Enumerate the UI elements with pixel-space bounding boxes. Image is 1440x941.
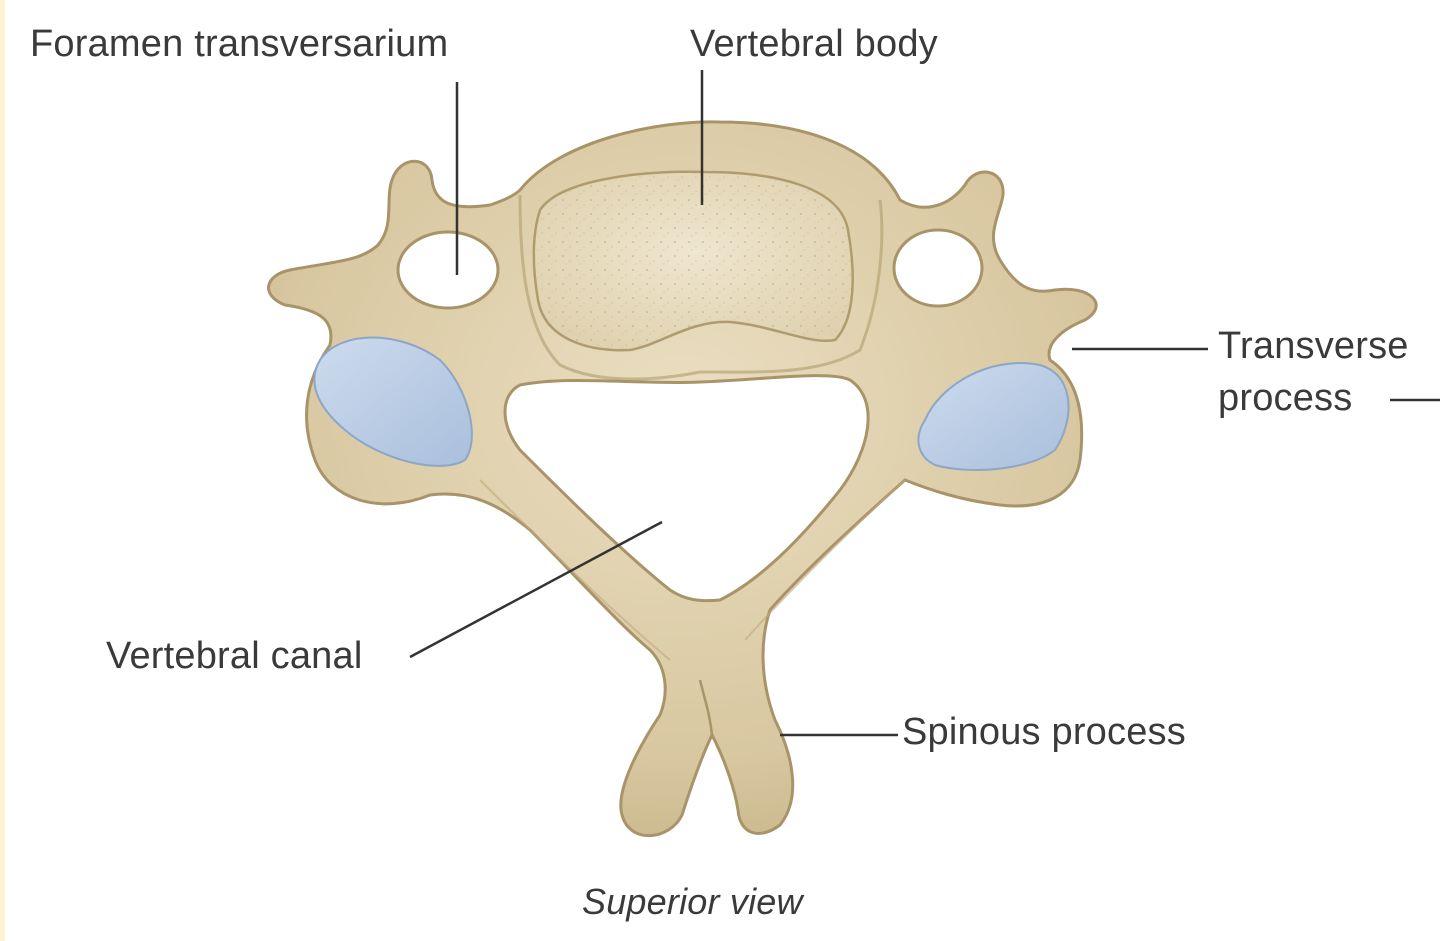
label-vertebral-canal: Vertebral canal	[106, 635, 363, 677]
vertebral-body-texture	[533, 171, 853, 351]
label-spinous-process: Spinous process	[902, 711, 1186, 753]
lamina-ridge-left	[479, 479, 671, 661]
vertebral-body-rim	[518, 194, 884, 381]
articular-facet-left	[313, 336, 473, 467]
foramen-transversarium-left	[396, 230, 500, 310]
label-foramen-transversarium: Foramen transversarium	[30, 23, 449, 65]
foramen-transversarium-right	[892, 228, 984, 308]
articular-facet-right	[917, 362, 1070, 471]
vertebral-canal-hole	[503, 374, 870, 603]
label-transverse-process-line1: Transverse	[1218, 325, 1409, 367]
label-vertebral-body: Vertebral body	[690, 23, 938, 65]
label-transverse-process-line2: process	[1218, 377, 1353, 419]
left-edge-strip	[0, 0, 5, 941]
caption-superior-view: Superior view	[582, 881, 803, 922]
lamina-ridge-right	[744, 479, 906, 641]
leader-vertebral-canal	[409, 520, 663, 659]
spinous-process-notch	[698, 679, 714, 736]
